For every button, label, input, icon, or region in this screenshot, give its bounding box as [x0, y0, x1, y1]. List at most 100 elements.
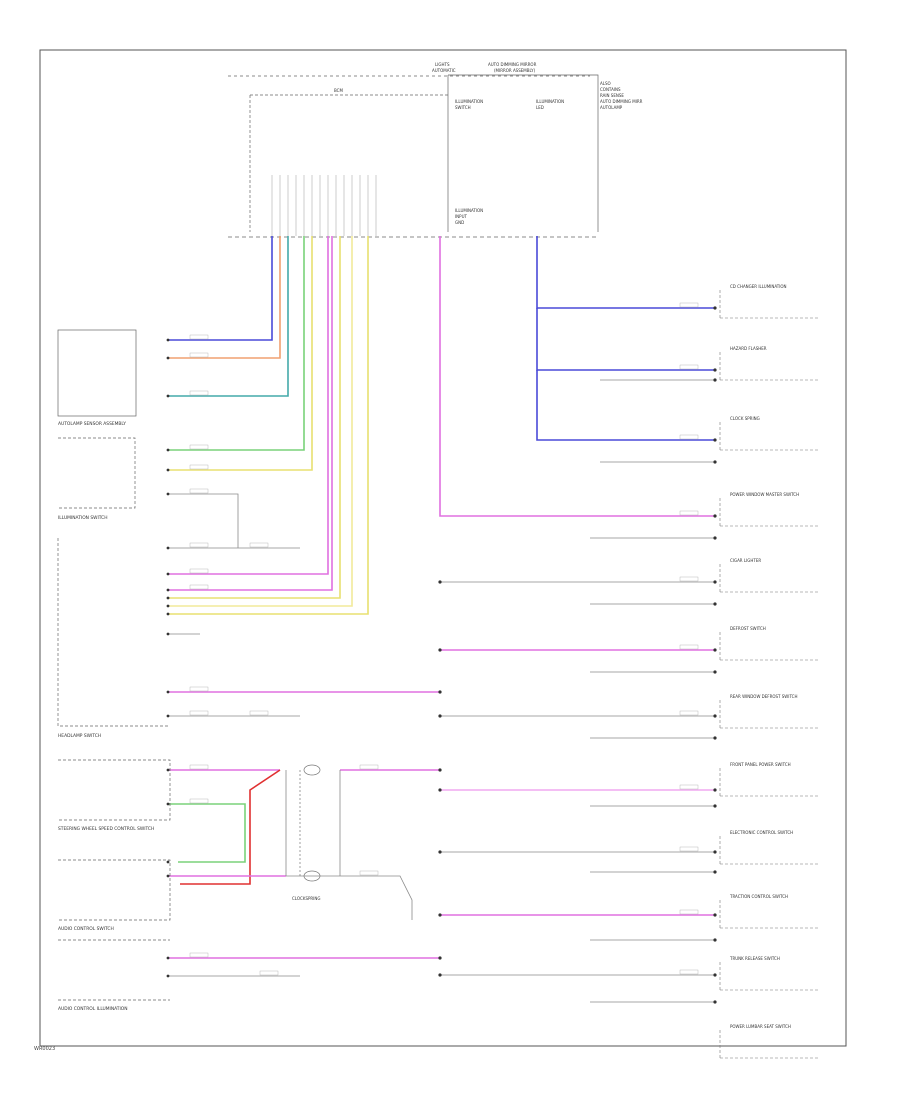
- connector-dot: [713, 438, 717, 442]
- connector-dot: [438, 648, 442, 652]
- wire-code-label: [249, 710, 269, 716]
- wire-code-label: [259, 970, 279, 976]
- connector-dot: [166, 356, 170, 360]
- top-text-11: ILLUMINATION: [455, 99, 483, 104]
- right-component-label: POWER WINDOW MASTER SWITCH: [730, 492, 799, 497]
- right-component-bracket: [719, 768, 820, 797]
- connector-dot: [713, 788, 717, 792]
- autolamp-sensor-label: AUTOLAMP SENSOR ASSEMBLY: [58, 421, 126, 427]
- connector-dot: [166, 714, 170, 718]
- right-component-label: CLOCK SPRING: [730, 416, 760, 421]
- connector-dot: [713, 850, 717, 854]
- top-text-17: GND: [455, 220, 464, 225]
- connector-dot: [166, 546, 170, 550]
- steering-switch-box: [58, 759, 171, 821]
- wire-green-1: [168, 236, 305, 451]
- right-component-label: REAR WINDOW DEFROST SWITCH: [730, 694, 797, 699]
- wire-code-label: [249, 542, 269, 548]
- top-text-3: AUTO DIMMING MIRROR: [488, 62, 537, 67]
- wire-blue-3: [536, 308, 715, 371]
- wire-code-label: [679, 644, 699, 650]
- wire-code-label: [189, 390, 209, 396]
- top-text-10: AUTOLAMP: [600, 105, 623, 110]
- top-text-7: CONTAINS: [600, 87, 621, 92]
- connector-dot: [166, 604, 170, 608]
- connector-dot: [713, 580, 717, 584]
- right-component-bracket: [719, 498, 820, 527]
- top-text-2: AUTOMATIC: [432, 68, 456, 73]
- right-component-bracket: [719, 632, 820, 661]
- wire-blue-4: [536, 370, 715, 441]
- connector-dot: [713, 913, 717, 917]
- top-text-16: INPUT: [455, 214, 468, 219]
- wire-orange: [168, 236, 281, 359]
- connector-dot: [713, 938, 717, 942]
- wire-code-label: [189, 352, 209, 358]
- connector-dot: [166, 492, 170, 496]
- wire-green-2: [168, 803, 246, 863]
- wire-code-label: [679, 576, 699, 582]
- wire-teal: [168, 236, 289, 397]
- right-component-bracket: [719, 290, 820, 319]
- connector-dot: [166, 588, 170, 592]
- top-text-8: RAIN SENSE: [600, 93, 624, 98]
- audio-illum-label: AUDIO CONTROL ILLUMINATION: [58, 1006, 128, 1012]
- wire-pink-1: [168, 236, 329, 575]
- wire-code-label: [679, 710, 699, 716]
- right-component-bracket: [719, 352, 820, 381]
- wire-code-label: [189, 686, 209, 692]
- right-component-label: TRUNK RELEASE SWITCH: [729, 956, 780, 961]
- clock-spring-coils: [299, 764, 321, 882]
- connector-dot: [166, 468, 170, 472]
- wire-code-label: [189, 568, 209, 574]
- connector-dot: [713, 460, 717, 464]
- audio-switch-box: [58, 859, 171, 921]
- right-component-label: CD CHANGER ILLUMINATION: [730, 284, 787, 289]
- audio-illum-box: [58, 939, 170, 1001]
- wire-code-label: [679, 969, 699, 975]
- connector-dot: [713, 973, 717, 977]
- wire-code-label: [359, 764, 379, 770]
- connector-dot: [713, 536, 717, 540]
- top-text-14: LED: [536, 105, 544, 110]
- wire-code-label: [359, 870, 379, 876]
- connector-dot: [438, 580, 442, 584]
- illumination-switch-label: ILLUMINATION SWITCH: [58, 515, 108, 521]
- connector-dots: [166, 306, 717, 1004]
- wire-code-label: [679, 909, 699, 915]
- wire-code-label: [189, 542, 209, 548]
- autolamp-sensor-box: [57, 329, 137, 417]
- wire-code-label: [679, 364, 699, 370]
- right-component-bracket: [719, 1030, 820, 1059]
- connector-dot: [438, 956, 442, 960]
- wire-red: [180, 769, 281, 885]
- headlamp-switch-label: HEADLAMP SWITCH: [58, 733, 101, 739]
- wire-code-label: [679, 784, 699, 790]
- connector-dot: [166, 448, 170, 452]
- left-labels: AUTOLAMP SENSOR ASSEMBLY ILLUMINATION SW…: [58, 421, 320, 1012]
- right-component-bracket: [719, 900, 820, 929]
- connector-dot: [438, 850, 442, 854]
- right-component-bracket: [719, 422, 820, 451]
- right-component-bracket: [719, 962, 820, 991]
- wire-yellow-1: [168, 236, 313, 471]
- top-text-5: BCM: [334, 88, 343, 93]
- gray-wires: [168, 379, 715, 1003]
- wire-code-label: [189, 584, 209, 590]
- clock-spring-label: CLOCKSPRING: [292, 896, 320, 901]
- right-labels: CD CHANGER ILLUMINATION HAZARD FLASHER CLO…: [729, 284, 799, 1029]
- wire-blue-2: [536, 236, 715, 309]
- connector-dot: [166, 860, 170, 864]
- top-module-texts: LIGHTS AUTOMATIC AUTO DIMMING MIRROR (MI…: [334, 62, 643, 225]
- connector-dot: [713, 736, 717, 740]
- bcm-pin-labels: [271, 175, 377, 236]
- wire-code-label: [189, 444, 209, 450]
- connector-dot: [713, 714, 717, 718]
- right-component-bracket: [719, 836, 820, 865]
- right-component-label: HAZARD FLASHER: [730, 346, 767, 351]
- connector-dot: [166, 596, 170, 600]
- wire-code-label: [189, 464, 209, 470]
- connector-dot: [713, 378, 717, 382]
- right-component-label: TRACTION CONTROL SWITCH: [729, 894, 788, 899]
